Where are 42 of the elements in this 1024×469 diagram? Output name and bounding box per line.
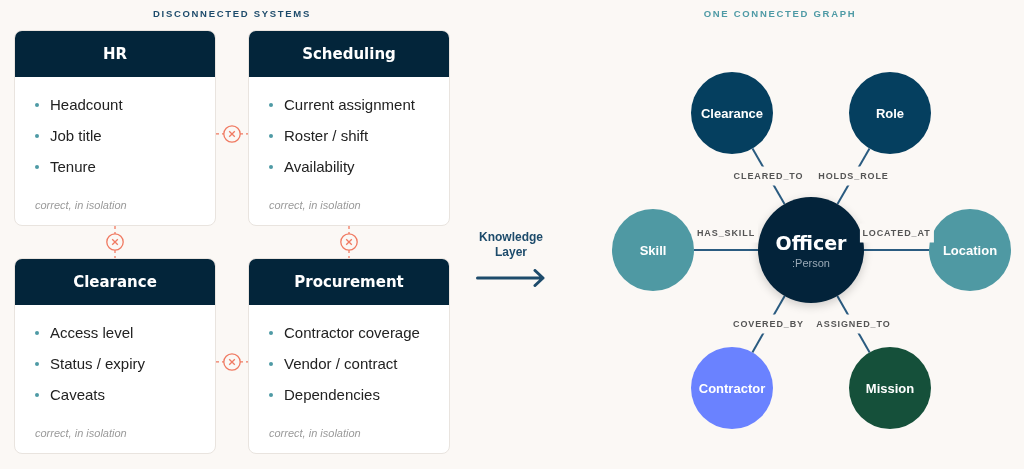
list-item: Contractor coverage xyxy=(284,324,420,341)
connector-line xyxy=(863,249,930,251)
list-item: Access level xyxy=(50,324,134,341)
node-label: Role xyxy=(875,105,905,121)
list-item: Job title xyxy=(50,127,102,144)
footnote: correct, in isolation xyxy=(35,199,127,211)
connector-line xyxy=(693,249,759,251)
central-node-circle xyxy=(758,197,864,303)
system-card xyxy=(14,30,216,226)
dashed-connector xyxy=(215,361,249,363)
footnote: correct, in isolation xyxy=(269,427,361,439)
list-item: Roster / shift xyxy=(284,127,369,144)
list-item: Dependencies xyxy=(284,386,380,403)
list-item: Availability xyxy=(284,158,355,175)
card-title: Clearance xyxy=(73,273,157,291)
list-item: Headcount xyxy=(50,96,123,113)
list-item: Vendor / contract xyxy=(284,355,398,372)
card-title: Procurement xyxy=(294,273,404,291)
footnote: correct, in isolation xyxy=(35,427,127,439)
node-label: Clearance xyxy=(700,105,764,121)
card-title: Scheduling xyxy=(302,45,396,63)
section-heading: ONE CONNECTED GRAPH xyxy=(703,7,857,19)
arrow-caption: Knowledge Layer xyxy=(478,230,544,260)
system-card xyxy=(248,30,450,226)
node-label: Officer xyxy=(775,231,847,254)
footnote: correct, in isolation xyxy=(269,199,361,211)
node-label: Contractor xyxy=(698,380,766,396)
dashed-connector xyxy=(215,133,249,135)
system-card xyxy=(14,258,216,454)
list-item: Tenure xyxy=(50,158,96,175)
system-card xyxy=(248,258,450,454)
node-type-label: :Person xyxy=(792,256,830,269)
card-title: HR xyxy=(102,45,128,63)
node-label: Skill xyxy=(639,242,667,258)
node-label: Location xyxy=(942,242,998,258)
dashed-connector xyxy=(114,225,116,259)
section-heading: DISCONNECTED SYSTEMS xyxy=(153,7,311,19)
dashed-connector xyxy=(348,225,350,259)
list-item: Caveats xyxy=(50,386,106,403)
node-label: Mission xyxy=(865,380,915,396)
list-item: Status / expiry xyxy=(50,355,146,372)
list-item: Current assignment xyxy=(284,96,415,113)
